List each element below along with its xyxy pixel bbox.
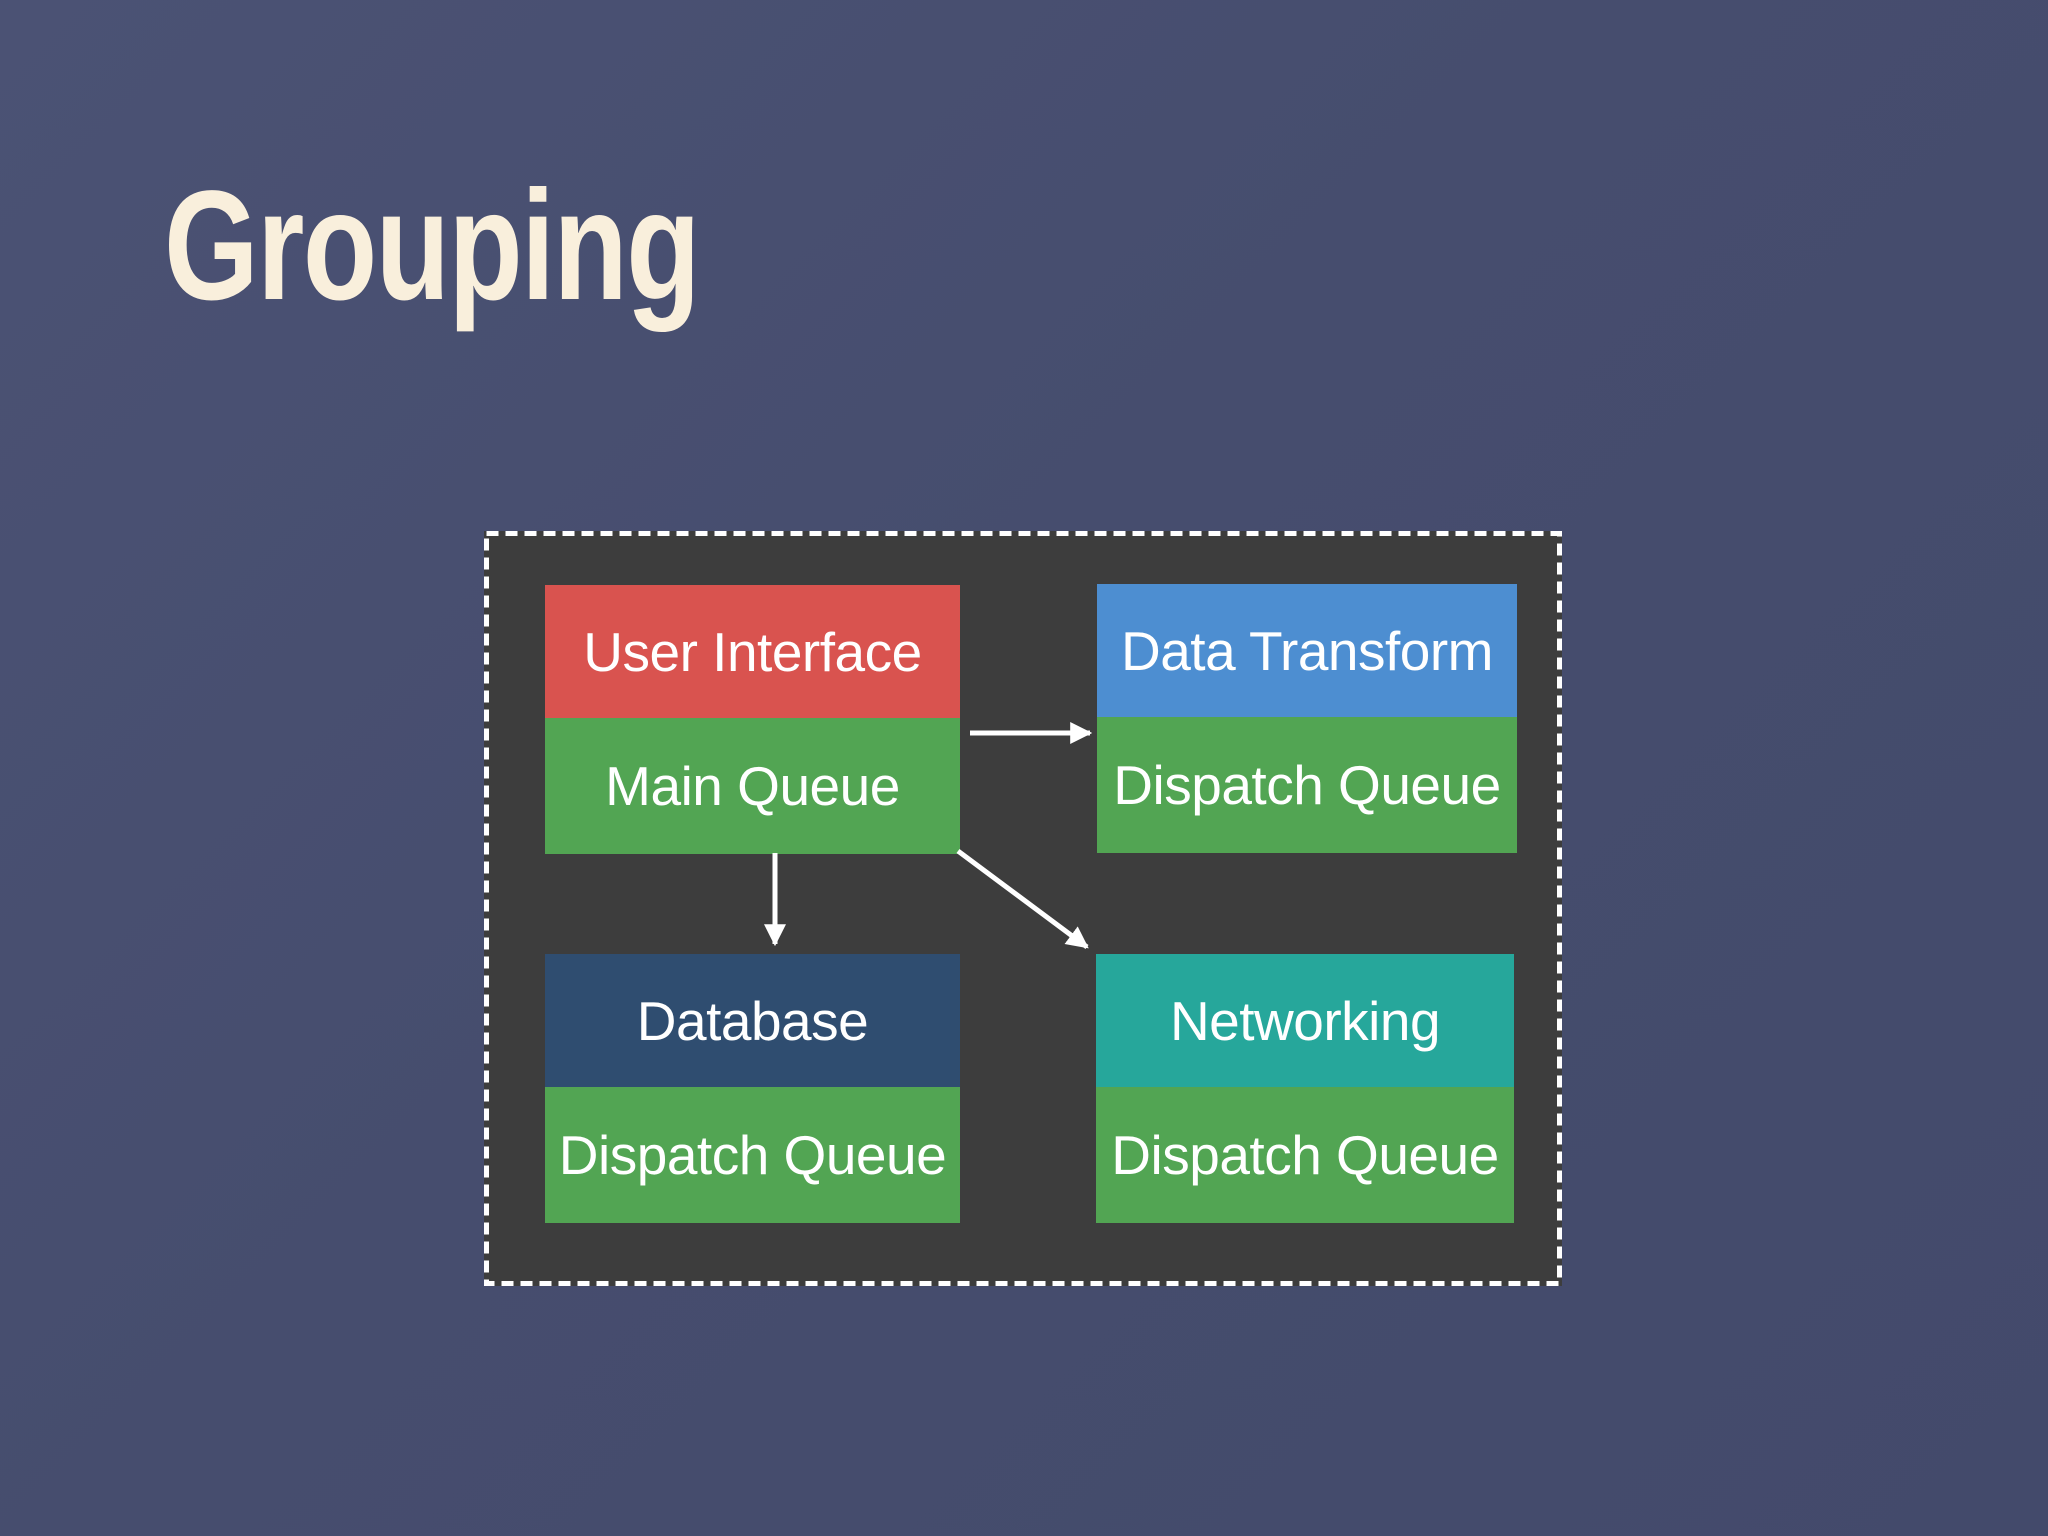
dashed-border xyxy=(484,531,1562,1286)
component-label-networking: Networking xyxy=(1096,954,1514,1087)
queue-label-dispatch-queue-1: Dispatch Queue xyxy=(1097,717,1517,853)
group-database: Database Dispatch Queue xyxy=(545,954,960,1223)
queue-label-dispatch-queue-2: Dispatch Queue xyxy=(545,1087,960,1223)
dashed-border-rect xyxy=(484,531,1562,1286)
queue-label-dispatch-queue-3: Dispatch Queue xyxy=(1096,1087,1514,1223)
group-user-interface: User Interface Main Queue xyxy=(545,585,960,854)
component-label-database: Database xyxy=(545,954,960,1087)
group-data-transform: Data Transform Dispatch Queue xyxy=(1097,584,1517,853)
group-networking: Networking Dispatch Queue xyxy=(1096,954,1514,1223)
slide-title: Grouping xyxy=(164,159,701,333)
component-label-user-interface: User Interface xyxy=(545,585,960,718)
component-label-data-transform: Data Transform xyxy=(1097,584,1517,717)
queue-label-main-queue: Main Queue xyxy=(545,718,960,854)
